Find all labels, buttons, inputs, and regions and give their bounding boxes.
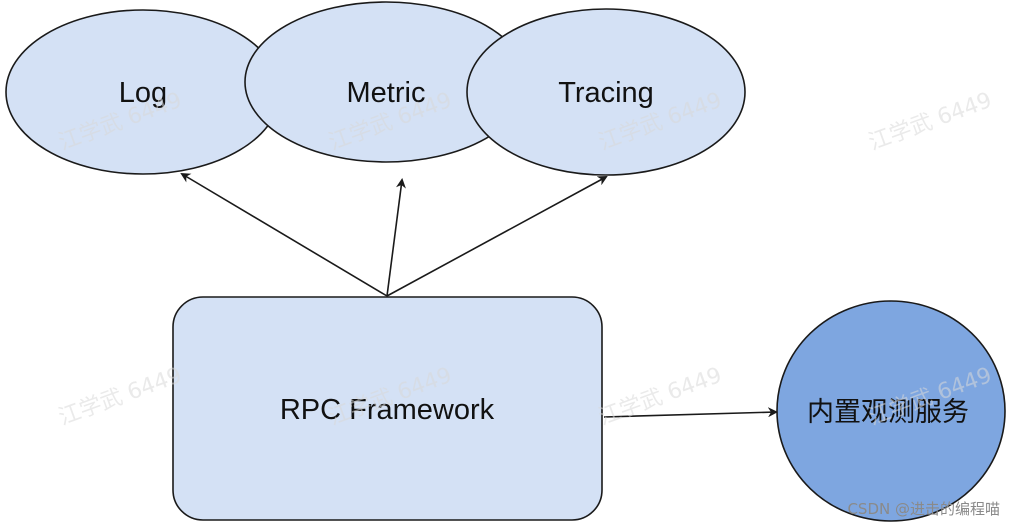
node-observe-service-shape	[776, 300, 1006, 522]
node-observe-service-label: 内置观测服务	[807, 397, 969, 427]
node-log: Log	[5, 9, 281, 175]
edge-rpc-to-metric	[386, 178, 406, 297]
watermark-text: 江学武 6449	[596, 363, 726, 431]
edge-rpc-to-observe	[603, 407, 778, 418]
node-tracing-shape	[466, 8, 746, 176]
edges	[180, 172, 778, 418]
node-metric-label: Metric	[347, 77, 426, 109]
watermark-text: 江学武 6449	[56, 363, 186, 431]
node-rpc-framework-label: RPC Framework	[280, 394, 495, 426]
node-metric: Metric	[244, 1, 528, 163]
node-rpc-framework: RPC Framework	[172, 296, 603, 521]
edge-rpc-to-tracing	[386, 176, 608, 297]
node-tracing: Tracing	[466, 8, 746, 176]
credit-text: CSDN @进击的编程喵	[847, 500, 1000, 518]
edge-rpc-to-log	[180, 172, 388, 297]
node-tracing-label: Tracing	[558, 77, 654, 109]
node-rpc-framework-shape	[172, 296, 603, 521]
watermark-text: 江学武 6449	[866, 88, 996, 156]
node-log-label: Log	[119, 77, 167, 109]
node-observe-service: 内置观测服务	[776, 300, 1006, 522]
